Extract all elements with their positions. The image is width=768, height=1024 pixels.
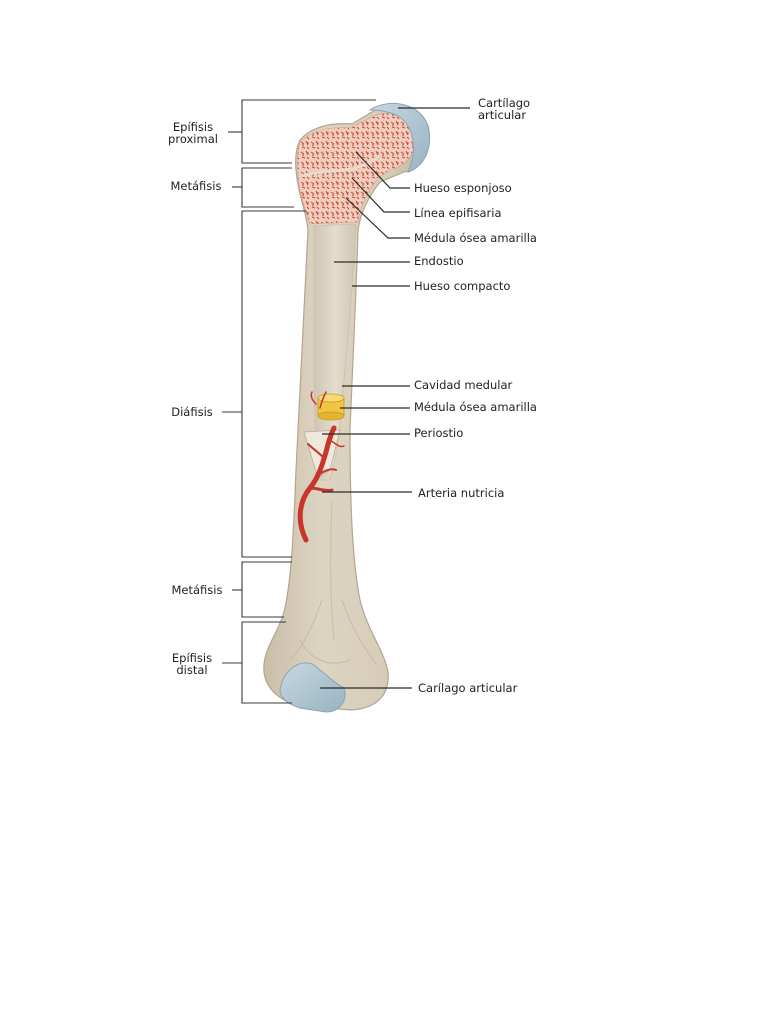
- label-cartilago-articular-bottom: Carílago articular: [418, 681, 518, 695]
- label-epifisis-distal-1: Epífisis: [172, 651, 212, 665]
- label-hueso-esponjoso: Hueso esponjoso: [414, 181, 512, 195]
- label-epifisis-proximal-2: proximal: [168, 132, 218, 146]
- label-diafisis: Diáfisis: [171, 405, 213, 419]
- leader-lines: [320, 107, 470, 689]
- label-medula-osea-amarilla-mid: Médula ósea amarilla: [414, 400, 537, 414]
- label-endostio: Endostio: [414, 254, 464, 268]
- left-brackets: [222, 99, 376, 704]
- label-periostio: Periostio: [414, 426, 463, 440]
- label-linea-epifisaria: Línea epifisaria: [414, 206, 502, 220]
- label-hueso-compacto: Hueso compacto: [414, 279, 510, 293]
- label-medula-osea-amarilla-top: Médula ósea amarilla: [414, 231, 537, 245]
- label-metafisis-proximal: Metáfisis: [171, 179, 222, 193]
- label-epifisis-distal-2: distal: [176, 663, 207, 677]
- epiphyseal-line: [301, 154, 381, 178]
- label-cartilago-articular-top-1: Cartílago: [478, 96, 530, 110]
- nutrient-artery: [297, 391, 345, 543]
- label-cartilago-articular-top-2: articular: [478, 108, 526, 122]
- label-epifisis-proximal-1: Epífisis: [173, 120, 213, 134]
- label-arteria-nutricia: Arteria nutricia: [418, 486, 504, 500]
- yellow-marrow-sample: [317, 393, 345, 421]
- label-metafisis-distal: Metáfisis: [172, 583, 223, 597]
- label-cavidad-medular: Cavidad medular: [414, 378, 512, 392]
